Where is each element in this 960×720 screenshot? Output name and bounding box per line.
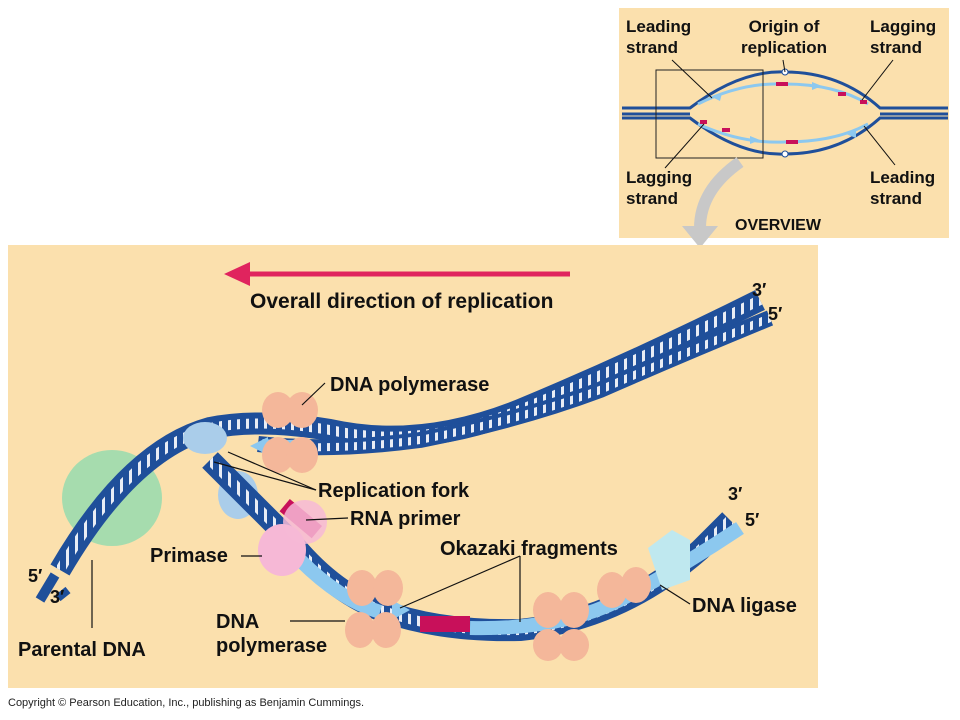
left-3prime: 3′ — [50, 587, 64, 607]
rna-primer-label: RNA primer — [350, 508, 461, 530]
top-3prime: 3′ — [752, 280, 766, 300]
direction-label: Overall direction of replication — [250, 290, 553, 313]
overview-origin-1: Origin of — [749, 17, 820, 36]
top-5prime: 5′ — [768, 304, 782, 324]
dna-ligase-label: DNA ligase — [692, 595, 797, 617]
zoom-arrow-head — [682, 226, 718, 248]
right-3prime: 3′ — [728, 484, 742, 504]
dna-polymerase-bottom-label-2: polymerase — [216, 635, 327, 657]
dna-polymerase-bottom-label-1: DNA — [216, 611, 259, 633]
overview-leading-right-1: Leading — [870, 168, 935, 187]
overview-lagging-right-1: Lagging — [870, 17, 936, 36]
dna-polymerase-bottom — [345, 570, 403, 648]
ligase-blob — [648, 530, 690, 590]
left-5prime: 5′ — [28, 566, 42, 586]
overview-title: OVERVIEW — [735, 217, 822, 234]
zoom-arrow — [694, 157, 744, 229]
overview-leading-left-1: Leading — [626, 17, 691, 36]
helicase-blob — [183, 422, 227, 454]
dna-polymerase-top-label: DNA polymerase — [330, 374, 489, 396]
overview-leading-left-2: strand — [626, 38, 678, 57]
parental-dna-label: Parental DNA — [18, 639, 146, 661]
overview-lagging-left-2: strand — [626, 189, 678, 208]
direction-arrowhead — [224, 262, 250, 286]
okazaki-label: Okazaki fragments — [440, 538, 618, 560]
overview-origin-2: replication — [741, 38, 827, 57]
replication-fork-label: Replication fork — [318, 480, 470, 502]
primase-label: Primase — [150, 545, 228, 567]
rna-primer-2 — [420, 616, 470, 632]
overview-lagging-right-2: strand — [870, 38, 922, 57]
overview-inset: Leading strand Origin of replication Lag… — [619, 8, 949, 238]
overview-leading-right-2: strand — [870, 189, 922, 208]
dna-polymerase-top — [262, 392, 318, 473]
overview-panel — [619, 8, 949, 238]
copyright-notice: Copyright © Pearson Education, Inc., pub… — [8, 697, 365, 709]
overview-lagging-left-1: Lagging — [626, 168, 692, 187]
dna-polymerase-right — [533, 567, 651, 661]
right-5prime: 5′ — [745, 510, 759, 530]
zoom-box — [655, 69, 764, 159]
